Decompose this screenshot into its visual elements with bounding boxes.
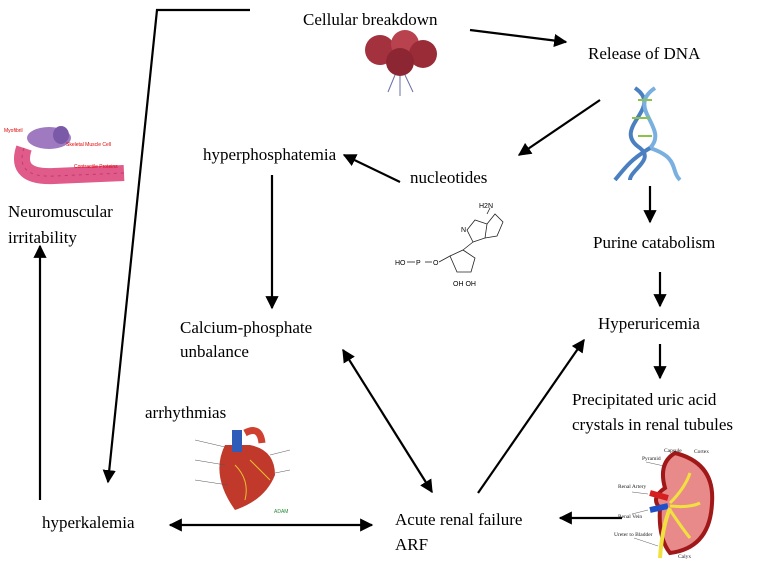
nucleotide-label: P bbox=[416, 260, 421, 267]
nucleotide-label: HO bbox=[395, 260, 406, 267]
node-precipitated-2: crystals in renal tubules bbox=[572, 415, 733, 434]
nucleotide-label: OH OH bbox=[453, 281, 476, 288]
cell-breakdown-image bbox=[365, 30, 437, 96]
muscle-label: Contractile Proteins bbox=[74, 164, 118, 170]
node-release-dna: Release of DNA bbox=[588, 44, 701, 63]
kidney-label-renal-artery: Renal Artery bbox=[618, 484, 647, 490]
kidney-label-ureter: Ureter to Bladder bbox=[614, 532, 653, 538]
dna-helix-image bbox=[613, 86, 682, 182]
node-neuro-2: irritability bbox=[8, 228, 77, 247]
arrow-breakdown-to-hyperkalemia bbox=[102, 8, 250, 484]
heart-label: ADAM bbox=[274, 509, 288, 515]
kidney-label-renal-vein: Renal Vein bbox=[618, 514, 642, 520]
heart-image: ADAM bbox=[194, 427, 291, 515]
node-neuro-1: Neuromuscular bbox=[8, 202, 113, 221]
nucleotide-label: N bbox=[461, 227, 466, 234]
arrow-breakdown-to-dna bbox=[469, 28, 568, 48]
nucleotide-structure-image: HO P O H2N N OH OH bbox=[395, 203, 504, 288]
kidney-label-capsule: Capsule bbox=[664, 448, 682, 454]
node-precipitated-1: Precipitated uric acid bbox=[572, 390, 717, 409]
muscle-label: Myofibril bbox=[4, 128, 23, 134]
node-purine-catabolism: Purine catabolism bbox=[593, 233, 716, 252]
node-arrhythmias: arrhythmias bbox=[145, 403, 227, 422]
node-nucleotides: nucleotides bbox=[410, 168, 488, 187]
muscle-fiber-image: Myofibril Skeletal Muscle Cell Contracti… bbox=[4, 126, 125, 185]
kidney-label-cortex: Cortex bbox=[694, 449, 709, 455]
node-arf-2: ARF bbox=[395, 535, 429, 554]
arrow-calcium-arf bbox=[342, 348, 433, 494]
arrow-dna-to-nucleotides bbox=[517, 99, 601, 156]
kidney-image: Capsule Cortex Pyramid Renal Artery Rena… bbox=[614, 448, 715, 560]
arrow-nucleotides-to-hyperphosphatemia bbox=[342, 154, 401, 183]
node-hyperuricemia: Hyperuricemia bbox=[598, 314, 700, 333]
nucleotide-label: H2N bbox=[479, 203, 493, 210]
node-cellular-breakdown: Cellular breakdown bbox=[303, 10, 438, 29]
muscle-label: Skeletal Muscle Cell bbox=[66, 142, 111, 148]
node-arf-1: Acute renal failure bbox=[395, 510, 523, 529]
nucleotide-label: O bbox=[433, 260, 439, 267]
kidney-label-calyx: Calyx bbox=[678, 554, 691, 560]
node-calcium-1: Calcium-phosphate bbox=[180, 318, 313, 337]
node-calcium-2: unbalance bbox=[180, 342, 249, 361]
kidney-label-pyramid: Pyramid bbox=[642, 456, 661, 462]
arrow-arf-to-hyperuricemia bbox=[477, 338, 585, 494]
node-hyperkalemia: hyperkalemia bbox=[42, 513, 135, 532]
node-hyperphosphatemia: hyperphosphatemia bbox=[203, 145, 337, 164]
